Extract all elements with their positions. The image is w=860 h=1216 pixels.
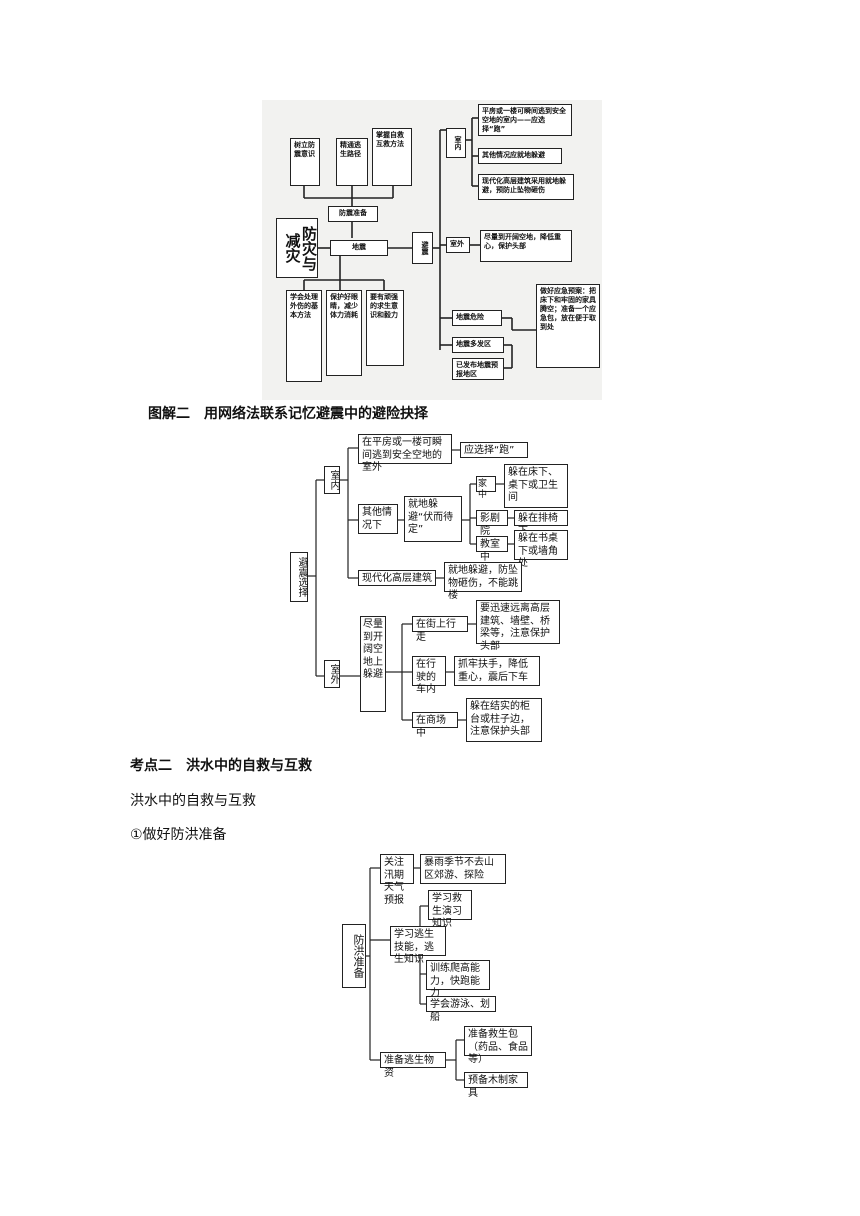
d2-cinema-result: 躲在排椅下 <box>514 510 568 537</box>
d2-street: 在街上行走 <box>412 616 468 643</box>
d2-home: 家中 <box>476 476 496 500</box>
d2-root: 避震选择 <box>290 552 308 602</box>
d3-root: 防洪准备 <box>342 924 366 988</box>
d1-root: 防灾与减灾 <box>276 218 318 278</box>
d3-weather-result: 暴雨季节不去山区郊游、探险 <box>420 854 506 884</box>
caption-diagram-2: 图解二 用网络法联系记忆避震中的避险抉择 <box>148 406 428 422</box>
d1-node-avoid: 避震 <box>412 232 433 264</box>
d1-risk-danger: 地震危险 <box>452 310 502 326</box>
d3-skills: 学习逃生技能，逃生知识 <box>390 926 446 965</box>
d1-indoor-hide: 其他情况应就地躲避 <box>478 148 562 164</box>
d1-node-earthquake: 地震 <box>330 240 388 256</box>
d2-open-space: 尽量到开阔空地上躲避 <box>360 616 386 712</box>
d1-risk-frequent: 地震多发区 <box>452 337 504 353</box>
d1-node-escape-path: 精通逃生路径 <box>336 138 368 186</box>
d2-indoor-run: 在平房或一楼可瞬间逃到安全空地的室外 <box>358 434 452 473</box>
d1-node-awareness: 树立防震意识 <box>290 138 320 186</box>
section-title: 考点二 洪水中的自救与互救 <box>130 758 312 774</box>
d2-classroom: 教室中 <box>476 536 508 563</box>
d1-node-outdoor: 室外 <box>446 237 470 253</box>
d1-node-indoor: 室内 <box>446 128 466 158</box>
d2-highrise-result: 就地躲避，防坠物砸伤，不能跳楼 <box>444 562 522 601</box>
item-title: ①做好防洪准备 <box>130 827 227 843</box>
d2-indoor-run-result: 应选择“跑” <box>460 442 528 458</box>
d2-indoor: 室内 <box>324 466 340 494</box>
d2-street-result: 要迅速远离高层建筑、墙壁、桥梁等，注意保护头部 <box>476 600 560 652</box>
d3-supplies-furniture: 预备木制家具 <box>464 1072 528 1099</box>
d3-weather: 关注汛期天气预报 <box>380 854 414 906</box>
d2-cinema: 影剧院 <box>476 510 508 537</box>
d1-node-prepare: 防震准备 <box>328 206 378 222</box>
d3-supplies-pack: 准备救生包（药品、食品等） <box>464 1026 532 1065</box>
d2-mall: 在商场中 <box>412 712 458 739</box>
d3-skills-learn: 学习救生演习知识 <box>428 890 472 929</box>
d1-node-self-rescue: 掌握自救互救方法 <box>372 128 412 186</box>
d2-car-result: 抓牢扶手，降低重心，震后下车 <box>454 656 540 686</box>
d2-hide-wait: 就地躲避“伏而待定” <box>404 496 462 542</box>
d1-node-first-aid: 学会处理外伤的基本方法 <box>286 290 322 382</box>
d1-node-willpower: 要有顽强的求生意识和毅力 <box>366 290 404 366</box>
sub-title: 洪水中的自救与互救 <box>130 793 256 809</box>
d2-classroom-result: 躲在书桌下或墙角处 <box>514 530 568 569</box>
d1-risk-forecast: 已发布地震预报地区 <box>452 358 504 380</box>
d2-highrise: 现代化高层建筑 <box>358 570 436 586</box>
d1-risk-note: 做好应急预案：把床下和牢固的家具腾空；准备一个应急包，放在便于取到处 <box>536 284 600 368</box>
d2-car: 在行驶的车内 <box>412 656 446 695</box>
d2-mall-result: 躲在结实的柜台或柱子边，注意保护头部 <box>466 698 542 742</box>
d2-other: 其他情况下 <box>358 504 398 534</box>
d2-home-result: 躲在床下、桌下或卫生间 <box>504 464 568 508</box>
d1-outdoor-item: 尽量到开阔空地，降低重心，保护头部 <box>480 230 572 262</box>
d1-indoor-highrise: 现代化高层建筑采用就地躲避，预防止坠物砸伤 <box>478 174 574 200</box>
d1-node-protect-eyes: 保护好眼睛，减少体力消耗 <box>326 290 362 376</box>
d1-indoor-run: 平房或一楼可瞬间逃到安全空地的室内——应选择“跑” <box>478 104 572 136</box>
d3-skills-train: 训练爬高能力，快跑能力 <box>426 960 490 999</box>
d2-outdoor: 室外 <box>324 660 340 688</box>
d3-skills-swim: 学会游泳、划船 <box>426 996 496 1023</box>
d3-supplies: 准备逃生物资 <box>380 1052 446 1079</box>
